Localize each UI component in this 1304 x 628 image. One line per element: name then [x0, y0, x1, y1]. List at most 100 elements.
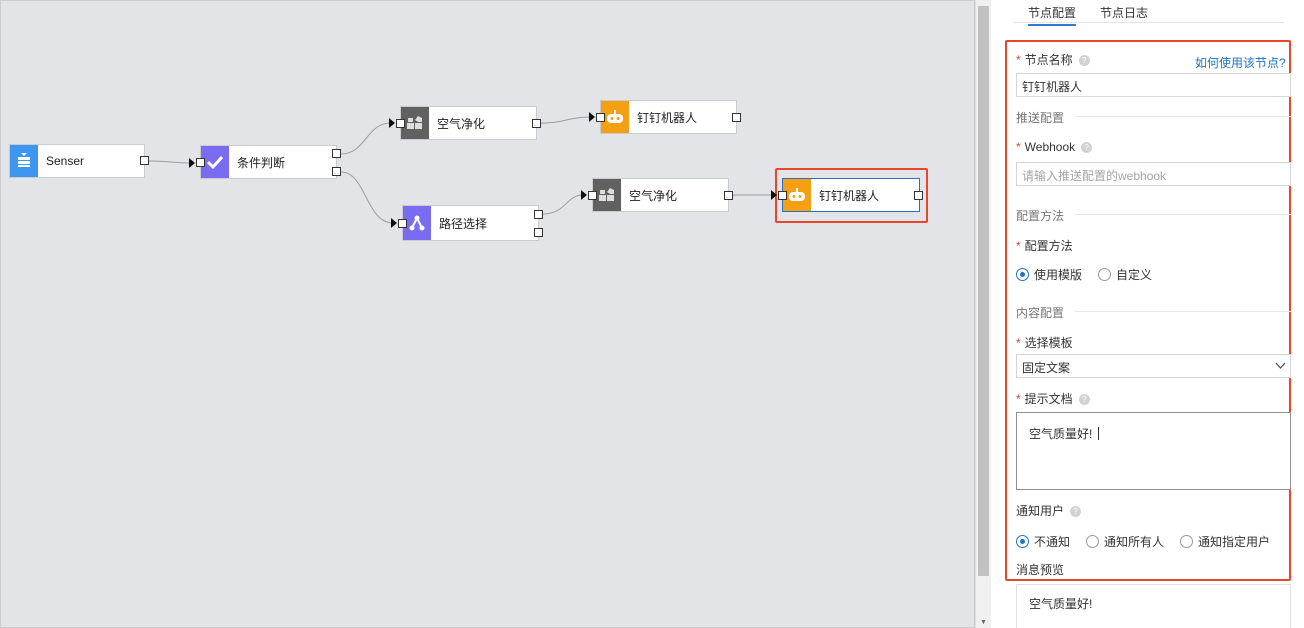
radio-no-notify[interactable]: 不通知: [1016, 533, 1070, 550]
help-icon[interactable]: ?: [1078, 394, 1090, 405]
robot-icon: [783, 179, 811, 211]
form-highlight: [1005, 40, 1291, 581]
select-value: 固定文案: [1022, 361, 1071, 375]
flow-node-robot-1[interactable]: 钉钉机器人: [596, 100, 741, 134]
sensor-icon: [10, 145, 38, 177]
input-port[interactable]: [588, 191, 597, 200]
radio-label: 通知所有人: [1104, 535, 1165, 549]
output-port[interactable]: [732, 113, 741, 122]
node-label: 钉钉机器人: [819, 188, 880, 203]
check-icon: [201, 146, 229, 178]
flow-node-robot-2[interactable]: 钉钉机器人: [778, 178, 923, 212]
node-name-label: *节点名称?: [1016, 51, 1090, 68]
scrollbar-thumb[interactable]: [978, 6, 989, 576]
input-arrow-icon: [589, 112, 595, 122]
template-label: *选择模板: [1016, 334, 1073, 351]
route-icon: [403, 206, 431, 240]
node-label: 路径选择: [439, 216, 488, 231]
output-port[interactable]: [724, 191, 733, 200]
radio-label: 不通知: [1034, 535, 1071, 549]
divider: [1075, 311, 1291, 312]
output-port[interactable]: [532, 119, 541, 128]
node-label: 钉钉机器人: [637, 110, 698, 125]
node-label: 空气净化: [629, 188, 678, 203]
textarea-value: 空气质量好!: [1029, 427, 1093, 441]
flow-canvas[interactable]: Senser 条件判断 空气净化 路径选择: [0, 0, 975, 628]
output-port[interactable]: [914, 191, 923, 200]
message-preview: 空气质量好!: [1016, 584, 1291, 628]
output-port-false[interactable]: [332, 167, 341, 176]
label-text: Webhook: [1024, 140, 1076, 154]
vertical-scrollbar[interactable]: ▼: [975, 0, 991, 628]
node-label: 条件判断: [237, 155, 286, 170]
input-port[interactable]: [596, 113, 605, 122]
divider: [1075, 214, 1291, 215]
label-text: 选择模板: [1024, 336, 1073, 350]
radio-custom[interactable]: 自定义: [1098, 266, 1152, 283]
doc-label: *提示文档?: [1016, 390, 1090, 407]
doc-textarea[interactable]: 空气质量好!: [1016, 412, 1291, 490]
notify-label: 通知用户?: [1016, 502, 1082, 519]
preview-label: 消息预览: [1016, 563, 1065, 577]
output-port[interactable]: [140, 156, 149, 165]
flow-node-purify-1[interactable]: 空气净化: [396, 106, 541, 140]
radio-dot[interactable]: [1016, 535, 1029, 548]
section-content-config: 内容配置: [1016, 306, 1065, 320]
preview-text: 空气质量好!: [1029, 597, 1093, 611]
required-mark: *: [1016, 239, 1021, 253]
node-label: Senser: [46, 154, 85, 168]
how-to-use-link[interactable]: 如何使用该节点?: [1195, 56, 1286, 70]
scroll-down-icon[interactable]: ▼: [980, 619, 987, 626]
label-text: 提示文档: [1024, 392, 1073, 406]
purifier-icon: [593, 179, 621, 211]
input-port[interactable]: [398, 219, 407, 228]
flow-edges: [148, 116, 773, 224]
webhook-input[interactable]: 请输入推送配置的webhook: [1016, 162, 1291, 186]
input-port[interactable]: [778, 191, 787, 200]
input-arrow-icon: [391, 218, 397, 228]
radio-notify-all[interactable]: 通知所有人: [1086, 533, 1164, 550]
edge-condition-purify1: [340, 122, 392, 155]
edge-purify1-robot1: [540, 116, 594, 124]
flow-node-senser[interactable]: Senser: [9, 144, 149, 178]
input-arrow-icon: [581, 190, 587, 200]
input-arrow-icon: [771, 190, 777, 200]
input-port[interactable]: [196, 158, 205, 167]
label-text: 通知用户: [1016, 504, 1065, 518]
robot-icon: [601, 101, 629, 133]
required-mark: *: [1016, 392, 1021, 406]
flow-node-route[interactable]: 路径选择: [398, 205, 543, 241]
output-port-1[interactable]: [534, 210, 543, 219]
help-icon[interactable]: ?: [1078, 55, 1090, 66]
label-text: 配置方法: [1024, 239, 1073, 253]
radio-dot[interactable]: [1086, 535, 1099, 548]
section-config-method: 配置方法: [1016, 209, 1065, 223]
radio-label: 使用模版: [1034, 268, 1083, 282]
radio-use-template[interactable]: 使用模版: [1016, 266, 1082, 283]
radio-dot[interactable]: [1180, 535, 1193, 548]
tab-node-log[interactable]: 节点日志: [1100, 6, 1149, 20]
template-select[interactable]: 固定文案: [1016, 354, 1291, 378]
input-port[interactable]: [396, 119, 405, 128]
radio-dot[interactable]: [1098, 268, 1111, 281]
webhook-label: *Webhook?: [1016, 140, 1093, 154]
help-icon[interactable]: ?: [1081, 142, 1093, 153]
node-label: 空气净化: [437, 116, 486, 131]
radio-dot[interactable]: [1016, 268, 1029, 281]
tab-node-config[interactable]: 节点配置: [1028, 4, 1077, 26]
node-config-panel: 节点配置 节点日志 *节点名称? 如何使用该节点? 钉钉机器人 推送配置 *We…: [992, 0, 1304, 628]
radio-label: 自定义: [1116, 268, 1153, 282]
radio-notify-specific[interactable]: 通知指定用户: [1180, 533, 1270, 550]
node-name-input[interactable]: 钉钉机器人: [1016, 73, 1291, 97]
required-mark: *: [1016, 53, 1021, 67]
output-port-2[interactable]: [534, 228, 543, 237]
radio-label: 通知指定用户: [1198, 535, 1271, 549]
output-port-true[interactable]: [332, 149, 341, 158]
flow-node-purify-2[interactable]: 空气净化: [588, 178, 733, 212]
flow-node-condition[interactable]: 条件判断: [196, 145, 341, 179]
section-push-config: 推送配置: [1016, 111, 1065, 125]
edge-route-purify2: [542, 194, 584, 215]
help-icon[interactable]: ?: [1070, 506, 1082, 517]
chevron-down-icon[interactable]: [1275, 360, 1286, 371]
purifier-icon: [401, 107, 429, 139]
